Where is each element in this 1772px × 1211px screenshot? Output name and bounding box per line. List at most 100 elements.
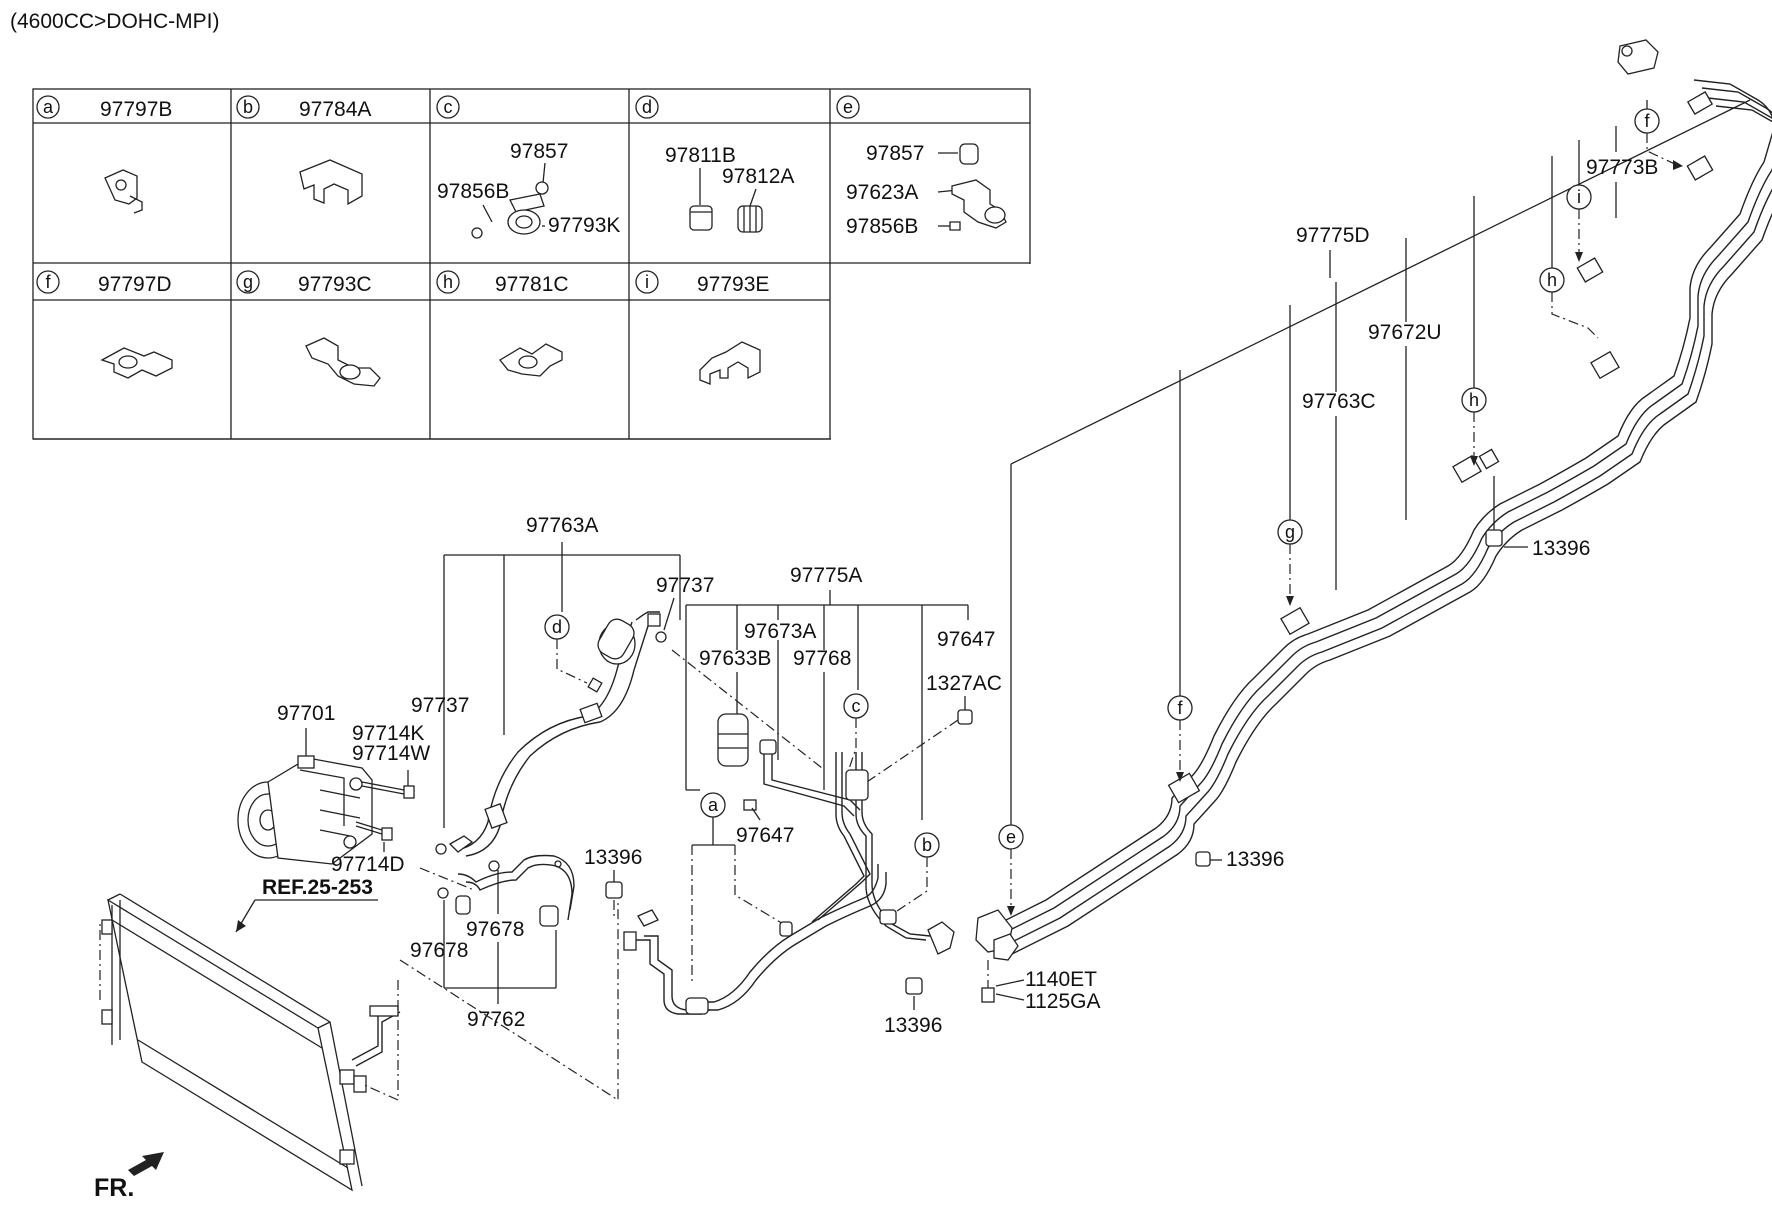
ref-25-253: REF.25-253 xyxy=(262,876,373,899)
svg-text:97857: 97857 xyxy=(510,140,568,163)
svg-text:i: i xyxy=(1577,187,1581,207)
o-ring-97678b-icon xyxy=(488,860,500,872)
label-97737-left: 97737 xyxy=(411,694,469,717)
svg-text:f: f xyxy=(1177,698,1183,718)
label-97673a: 97673A xyxy=(744,620,816,643)
svg-text:97856B: 97856B xyxy=(846,215,918,238)
key-cell-a: a 97797B xyxy=(36,95,172,214)
svg-text:97784A: 97784A xyxy=(299,98,371,121)
label-97701: 97701 xyxy=(277,702,335,725)
svg-text:97793E: 97793E xyxy=(697,273,769,296)
label-97647-top: 97647 xyxy=(937,628,995,651)
svg-text:97856B: 97856B xyxy=(437,180,509,203)
nut-13396-left-icon xyxy=(605,881,623,899)
label-1327ac: 1327AC xyxy=(926,672,1002,695)
label-97762: 97762 xyxy=(467,1008,525,1031)
label-13396-left: 13396 xyxy=(584,846,642,869)
label-13396-upper-right: 13396 xyxy=(1532,537,1590,560)
svg-text:97781C: 97781C xyxy=(495,273,569,296)
svg-text:i: i xyxy=(645,272,649,292)
svg-text:97797B: 97797B xyxy=(100,98,172,121)
svg-text:a: a xyxy=(43,97,54,117)
front-arrow-icon xyxy=(128,1152,164,1176)
label-97768: 97768 xyxy=(793,647,851,670)
svg-text:d: d xyxy=(552,617,562,637)
label-97763c: 97763C xyxy=(1302,390,1376,413)
svg-text:g: g xyxy=(243,272,253,292)
svg-text:97623A: 97623A xyxy=(846,181,918,204)
compressor-97701 xyxy=(237,755,373,865)
nut-13396-center-icon xyxy=(905,977,923,995)
label-97714k: 97714K xyxy=(352,722,424,745)
rear-pipe-run xyxy=(975,39,1772,961)
nut-97857-icon xyxy=(535,181,549,195)
bolt-97714d-icon xyxy=(381,827,393,841)
label-97773b: 97773B xyxy=(1586,156,1658,179)
svg-text:h: h xyxy=(1547,270,1557,290)
label-97678-left: 97678 xyxy=(410,939,468,962)
clip-97784a-icon xyxy=(299,159,363,206)
key-cell-c: c 97857 97856B 97793K xyxy=(436,95,620,239)
clip-97793e-icon xyxy=(699,341,761,385)
bracket-97793k-icon xyxy=(509,193,545,213)
label-13396-lower-right: 13396 xyxy=(1226,848,1284,871)
bolt-97714k-icon xyxy=(403,785,415,799)
parts-key-table: a 97797B b 97784A c 97857 97856B 97793K xyxy=(32,88,1031,440)
svg-text:e: e xyxy=(1006,827,1016,847)
label-97737-right: 97737 xyxy=(656,574,714,597)
key-cell-e: e 97857 97623A 97856B xyxy=(836,95,1007,238)
svg-text:c: c xyxy=(444,97,453,117)
bolt-1140et-icon xyxy=(981,987,995,1003)
bolt-97856b-e-icon xyxy=(949,221,961,231)
nut-13396-upper-right-icon xyxy=(1485,529,1503,547)
svg-text:h: h xyxy=(443,272,453,292)
clip-97793c-icon xyxy=(305,337,381,387)
label-97775d: 97775D xyxy=(1296,224,1370,247)
label-97633b: 97633B xyxy=(699,647,771,670)
svg-text:b: b xyxy=(922,835,932,855)
o-ring-97737-left-icon xyxy=(435,843,447,855)
svg-text:97812A: 97812A xyxy=(722,165,794,188)
label-97763a: 97763A xyxy=(526,514,598,537)
label-1125ga: 1125GA xyxy=(1025,990,1101,1013)
svg-text:b: b xyxy=(243,97,253,117)
svg-text:f: f xyxy=(1644,111,1650,131)
key-cell-i: i 97793E xyxy=(635,270,769,385)
key-cell-h: h 97781C xyxy=(436,270,569,377)
svg-text:f: f xyxy=(45,272,51,292)
bolt-97647-icon xyxy=(743,799,757,811)
engine-spec: (4600CC>DOHC-MPI) xyxy=(10,10,219,33)
o-ring-97678a-icon xyxy=(437,887,449,899)
svg-text:97811B: 97811B xyxy=(665,144,736,167)
svg-text:97797D: 97797D xyxy=(98,273,172,296)
svg-text:97857: 97857 xyxy=(866,142,924,165)
key-cell-b: b 97784A xyxy=(236,95,371,206)
svg-text:d: d xyxy=(642,97,652,117)
label-97678-right: 97678 xyxy=(466,918,524,941)
key-cell-d: d 97811B 97812A xyxy=(635,95,794,233)
key-cell-f: f 97797D xyxy=(36,270,173,379)
label-97647-bottom: 97647 xyxy=(736,824,794,847)
label-1140et: 1140ET xyxy=(1025,968,1097,991)
svg-text:97793K: 97793K xyxy=(548,214,620,237)
grommet-97857-icon xyxy=(959,143,979,165)
svg-text:e: e xyxy=(843,97,853,117)
nut-13396-lower-right-icon xyxy=(1195,851,1211,867)
front-indicator: FR. xyxy=(94,1174,134,1202)
svg-text:c: c xyxy=(852,696,861,716)
label-97714w: 97714W xyxy=(352,742,430,765)
svg-text:g: g xyxy=(1285,522,1295,542)
expansion-valve-97633b xyxy=(717,713,749,767)
key-cell-g: g 97793C xyxy=(236,270,381,387)
label-97775a: 97775A xyxy=(790,564,862,587)
condenser-assembly xyxy=(99,893,401,1192)
svg-text:h: h xyxy=(1469,390,1479,410)
label-97672u: 97672U xyxy=(1368,321,1442,344)
bolt-97856b-icon xyxy=(471,227,483,239)
cap-97811b-icon xyxy=(689,205,713,231)
svg-text:a: a xyxy=(708,795,719,815)
label-13396-center: 13396 xyxy=(884,1014,942,1037)
svg-text:97793C: 97793C xyxy=(298,273,372,296)
clip-1327ac-icon xyxy=(957,709,973,725)
